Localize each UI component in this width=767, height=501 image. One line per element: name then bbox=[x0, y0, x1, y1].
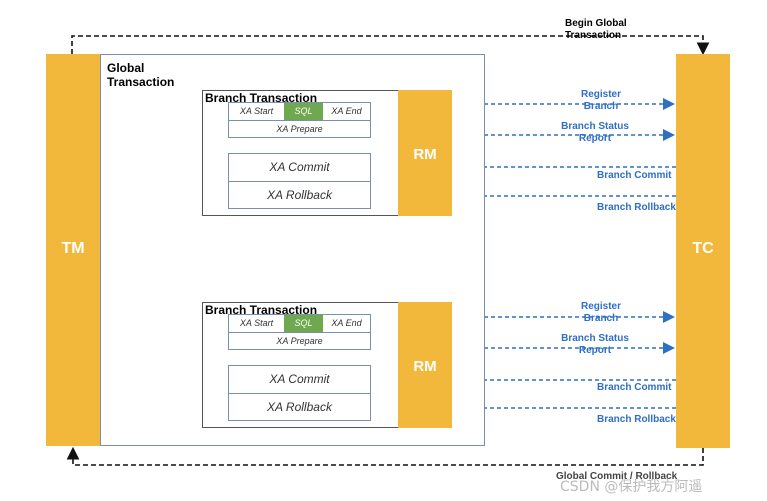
xa-divider-1 bbox=[229, 120, 370, 121]
register-branch-label-1: Register Branch bbox=[580, 89, 621, 112]
status-report-label-2: Branch Status Report bbox=[561, 333, 629, 356]
status-report-label-1: Branch Status Report bbox=[561, 121, 629, 144]
tc-bar: TC bbox=[676, 54, 730, 448]
xa-commit-1: XA Commit bbox=[269, 160, 330, 174]
xa-rollback-2: XA Rollback bbox=[267, 400, 332, 414]
watermark: CSDN @保护我方阿遥 bbox=[560, 479, 703, 495]
register-branch-label-2: Register Branch bbox=[580, 301, 621, 324]
xa-start-1: XA Start bbox=[239, 106, 274, 116]
begin-global-arrow bbox=[71, 35, 710, 56]
tc-label: TC bbox=[692, 240, 714, 257]
branch-rollback-label-1: Branch Rollback bbox=[597, 202, 676, 213]
branch-title-2: Branch Transaction bbox=[205, 303, 318, 317]
global-commit-arrow bbox=[66, 446, 704, 466]
xa-rollback-1: XA Rollback bbox=[267, 188, 332, 202]
tm-bar: TM bbox=[46, 54, 100, 446]
global-transaction-title: Global Transaction bbox=[107, 61, 175, 89]
sql-cell-2: SQL bbox=[284, 315, 323, 332]
xa-prepare-1: XA Prepare bbox=[276, 124, 323, 134]
commit-divider-2 bbox=[229, 393, 370, 394]
commit-divider-1 bbox=[229, 181, 370, 182]
tm-label: TM bbox=[61, 240, 85, 257]
branch-title-1: Branch Transaction bbox=[205, 91, 318, 105]
rm-block-2: RM bbox=[398, 302, 452, 428]
xa-prepare-2: XA Prepare bbox=[276, 336, 323, 346]
xa-start-2: XA Start bbox=[239, 318, 274, 328]
xa-end-2: XA End bbox=[331, 318, 362, 328]
xa-commit-2: XA Commit bbox=[269, 372, 330, 386]
rm-block-1: RM bbox=[398, 90, 452, 216]
xa-divider-2 bbox=[229, 332, 370, 333]
branch-commit-label-2: Branch Commit bbox=[597, 382, 672, 393]
rm-label-2: RM bbox=[413, 358, 437, 375]
branch-rollback-label-2: Branch Rollback bbox=[597, 414, 676, 425]
sql-cell-1: SQL bbox=[284, 103, 323, 120]
branch-commit-label-1: Branch Commit bbox=[597, 170, 672, 181]
begin-global-label: Begin Global Transaction bbox=[565, 18, 627, 41]
xa-end-1: XA End bbox=[331, 106, 362, 116]
rm-label-1: RM bbox=[413, 146, 437, 163]
global-commit-label: Global Commit / Rollback bbox=[556, 471, 678, 482]
